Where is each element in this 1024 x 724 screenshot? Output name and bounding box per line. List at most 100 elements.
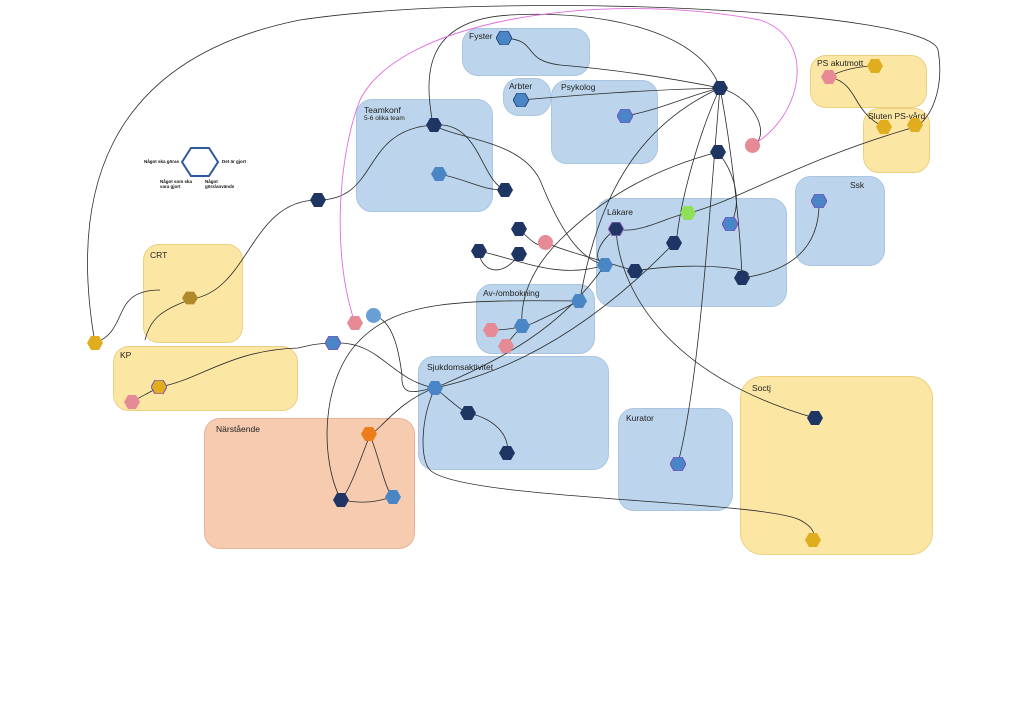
activity-node-navy[interactable] bbox=[426, 118, 442, 132]
region-title: Ssk bbox=[850, 180, 865, 190]
activity-node-navy[interactable] bbox=[310, 193, 326, 207]
activity-node-orange[interactable] bbox=[361, 427, 377, 441]
connector bbox=[503, 37, 721, 89]
activity-node-gold[interactable] bbox=[87, 336, 103, 350]
magenta-connector bbox=[339, 8, 798, 324]
activity-node-navy[interactable] bbox=[511, 222, 527, 236]
connector bbox=[340, 434, 371, 501]
activity-node-pink[interactable] bbox=[483, 323, 499, 337]
region-title: Fyster bbox=[469, 31, 493, 41]
activity-node-navy[interactable] bbox=[627, 264, 643, 278]
activity-node-circle-blue[interactable] bbox=[366, 308, 381, 323]
activity-node-blue[interactable] bbox=[514, 319, 530, 333]
activity-node-pink[interactable] bbox=[821, 70, 837, 84]
activity-node-navy[interactable] bbox=[497, 183, 513, 197]
region-title: Arbter bbox=[509, 81, 533, 91]
region-title: Närstående bbox=[216, 424, 260, 434]
region-title: Teamkonf bbox=[364, 105, 401, 115]
activity-node-blue[interactable] bbox=[670, 457, 686, 471]
activity-node-navy[interactable] bbox=[460, 406, 476, 420]
activity-node-navy[interactable] bbox=[807, 411, 823, 425]
activity-node-navy[interactable] bbox=[712, 81, 728, 95]
activity-node-blue[interactable] bbox=[571, 294, 587, 308]
connector bbox=[317, 124, 434, 201]
activity-node-blue[interactable] bbox=[431, 167, 447, 181]
activity-node-lime[interactable] bbox=[680, 206, 696, 220]
connector bbox=[434, 264, 606, 389]
region-fyster: Fyster bbox=[462, 28, 590, 76]
connector bbox=[719, 87, 761, 146]
connector bbox=[677, 87, 721, 464]
region-title: PS akutmott bbox=[817, 58, 864, 68]
connector bbox=[688, 126, 916, 214]
activity-node-pink[interactable] bbox=[347, 316, 363, 330]
connector bbox=[521, 151, 719, 327]
connector bbox=[675, 87, 721, 246]
activity-node-navy[interactable] bbox=[511, 247, 527, 261]
activity-node-blue[interactable] bbox=[427, 381, 443, 395]
region-soctj: Soctj bbox=[740, 376, 933, 555]
connector bbox=[432, 124, 506, 191]
region-title: KP bbox=[120, 350, 132, 360]
activity-node-navy[interactable] bbox=[666, 236, 682, 250]
region-title: Läkare bbox=[607, 207, 633, 217]
connector bbox=[624, 87, 721, 117]
activity-node-pink[interactable] bbox=[498, 339, 514, 353]
activity-node-navy[interactable] bbox=[710, 145, 726, 159]
activity-node-blue[interactable] bbox=[811, 194, 827, 208]
connector bbox=[332, 342, 436, 389]
connector bbox=[191, 199, 319, 300]
legend-hexagon bbox=[180, 147, 220, 177]
activity-node-circle-pink[interactable] bbox=[538, 235, 553, 250]
activity-node-gold[interactable] bbox=[867, 59, 883, 73]
connector bbox=[520, 87, 721, 101]
region-title: Sluten PS-vård bbox=[868, 111, 926, 121]
region-ssk: Ssk bbox=[795, 176, 885, 266]
activity-node-navy[interactable] bbox=[333, 493, 349, 507]
region-title: Sjukdomsaktivitet bbox=[427, 362, 494, 372]
legend-label-bottom-left: Något som ska vara gjort bbox=[160, 179, 193, 189]
connector bbox=[829, 76, 885, 128]
activity-node-olive[interactable] bbox=[182, 291, 198, 305]
connector bbox=[717, 151, 737, 225]
activity-node-blue[interactable] bbox=[513, 93, 529, 107]
activity-node-navy[interactable] bbox=[734, 271, 750, 285]
activity-node-blue[interactable] bbox=[597, 258, 613, 272]
activity-node-gold[interactable] bbox=[151, 380, 167, 394]
connector bbox=[434, 242, 675, 389]
activity-node-navy[interactable] bbox=[471, 244, 487, 258]
region-title: Kurator bbox=[626, 413, 654, 423]
connector bbox=[369, 434, 394, 498]
region-psykolog: Psykolog bbox=[551, 80, 658, 164]
connector bbox=[634, 265, 749, 279]
connector bbox=[87, 5, 941, 344]
activity-node-blue[interactable] bbox=[496, 31, 512, 45]
connector bbox=[432, 124, 606, 266]
activity-node-circle-pink[interactable] bbox=[745, 138, 760, 153]
activity-node-gold[interactable] bbox=[805, 533, 821, 547]
connector bbox=[158, 342, 334, 388]
connector bbox=[422, 387, 815, 541]
connector bbox=[544, 241, 636, 272]
connector bbox=[369, 387, 436, 436]
region-title: CRT bbox=[150, 250, 168, 260]
region-teamkonf: Teamkonf 5-6 olika team bbox=[356, 99, 493, 212]
region-title: Psykolog bbox=[561, 82, 596, 92]
activity-node-gold[interactable] bbox=[876, 120, 892, 134]
activity-node-blue[interactable] bbox=[722, 217, 738, 231]
activity-node-pink[interactable] bbox=[124, 395, 140, 409]
region-title: Soctj bbox=[752, 383, 771, 393]
activity-node-gold[interactable] bbox=[907, 118, 923, 132]
activity-node-navy[interactable] bbox=[499, 446, 515, 460]
connector bbox=[741, 200, 820, 279]
region-subtitle: 5-6 olika team bbox=[364, 115, 405, 122]
region-kurator: Kurator bbox=[618, 408, 733, 511]
region-sluten-ps-vard: Sluten PS-vård bbox=[863, 108, 930, 173]
activity-node-blue[interactable] bbox=[617, 109, 633, 123]
region-kp: KP bbox=[113, 346, 298, 411]
region-lakare: Läkare bbox=[596, 198, 787, 307]
legend-label-left: Något ska göras bbox=[144, 159, 180, 164]
activity-node-navy[interactable] bbox=[608, 222, 624, 236]
activity-node-blue[interactable] bbox=[385, 490, 401, 504]
activity-node-blue[interactable] bbox=[325, 336, 341, 350]
